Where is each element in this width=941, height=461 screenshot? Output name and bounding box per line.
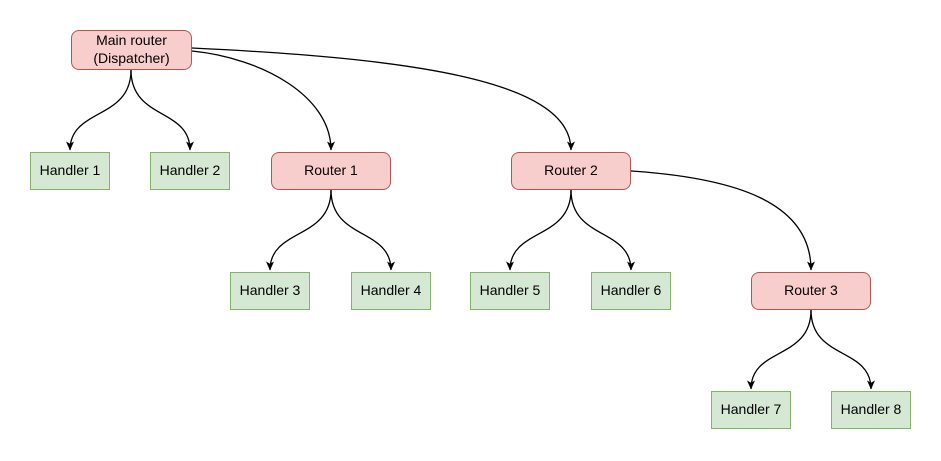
node-handler-8-label: Handler 8 — [840, 401, 902, 418]
edge-main-router-to-handler-2 — [130, 69, 194, 151]
node-router-1: Router 1 — [271, 152, 391, 190]
node-handler-3: Handler 3 — [230, 272, 310, 310]
node-main-router: Main router (Dispatcher) — [71, 30, 192, 70]
edge-router-3-to-handler-7 — [747, 309, 812, 390]
node-handler-8: Handler 8 — [831, 391, 911, 429]
edge-router-2-to-handler-6 — [570, 189, 635, 271]
node-handler-1: Handler 1 — [30, 152, 110, 190]
node-handler-4-label: Handler 4 — [360, 282, 422, 299]
node-handler-2: Handler 2 — [150, 152, 230, 190]
edge-router-2-to-handler-5 — [506, 189, 572, 271]
node-router-3-label: Router 3 — [784, 282, 838, 299]
edge-main-router-to-router-1 — [191, 50, 335, 151]
edge-router-1-to-handler-3 — [266, 189, 332, 271]
edge-main-router-to-router-2 — [191, 47, 575, 151]
node-handler-5-label: Handler 5 — [479, 282, 541, 299]
node-handler-1-label: Handler 1 — [39, 162, 101, 179]
node-handler-6-label: Handler 6 — [600, 282, 662, 299]
node-router-3: Router 3 — [751, 272, 871, 310]
node-handler-6: Handler 6 — [591, 272, 671, 310]
node-router-1-label: Router 1 — [304, 162, 358, 179]
node-handler-3-label: Handler 3 — [239, 282, 301, 299]
node-handler-4: Handler 4 — [351, 272, 431, 310]
node-router-2-label: Router 2 — [544, 162, 598, 179]
node-main-router-label: Main router (Dispatcher) — [93, 32, 170, 66]
edge-router-2-to-router-3 — [630, 170, 815, 271]
node-handler-2-label: Handler 2 — [159, 162, 221, 179]
node-handler-7: Handler 7 — [711, 391, 791, 429]
edge-router-1-to-handler-4 — [330, 189, 395, 271]
node-handler-5: Handler 5 — [470, 272, 550, 310]
node-handler-7-label: Handler 7 — [720, 401, 782, 418]
edge-main-router-to-handler-1 — [66, 69, 132, 151]
node-router-2: Router 2 — [511, 152, 631, 190]
edge-router-3-to-handler-8 — [810, 309, 875, 390]
